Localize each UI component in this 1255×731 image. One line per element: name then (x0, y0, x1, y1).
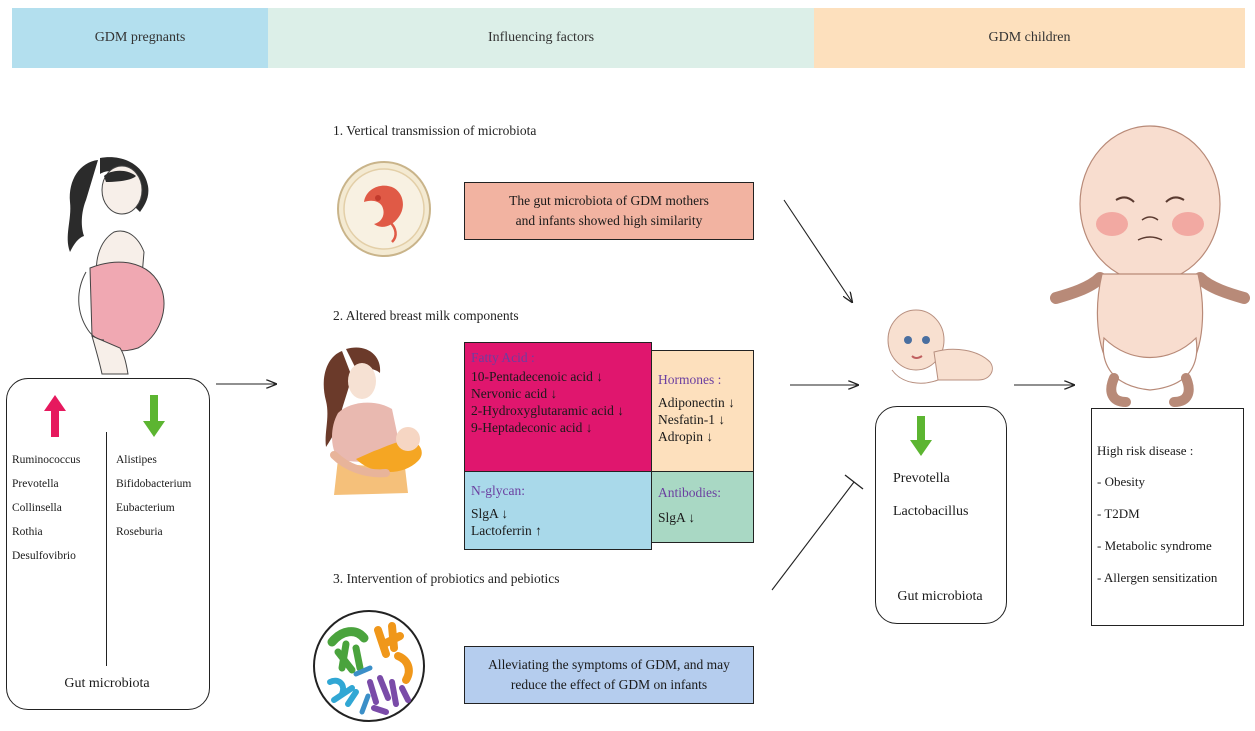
list-item: SlgA ↓ (471, 506, 509, 521)
fatty-acid-cell: Fatty Acid : 10-Pentadecenoic acid ↓ Ner… (464, 342, 652, 472)
decrease-arrow-icon (143, 395, 165, 437)
pregnant-woman-illustration (67, 157, 165, 375)
list-item: Collinsella (12, 502, 62, 514)
factor3-text-line1: Alleviating the symptoms of GDM, and may (488, 657, 730, 672)
header-gdm-pregnants-label: GDM pregnants (94, 30, 186, 45)
risk-box-title: High risk disease : (1097, 443, 1194, 458)
list-item: Lactoferrin ↑ (471, 523, 542, 538)
factor1-box: The gut microbiota of GDM mothers and in… (464, 182, 754, 240)
breastfeeding-illustration (323, 347, 422, 495)
list-item: Desulfovibrio (12, 550, 76, 562)
list-item: 9-Heptadeconic acid ↓ (471, 420, 593, 435)
hormones-title: Hormones : (658, 372, 722, 387)
list-item: 10-Pentadecenoic acid ↓ (471, 369, 603, 384)
embryo-illustration (337, 161, 431, 257)
list-item: Rothia (12, 526, 43, 538)
list-item: Roseburia (116, 526, 163, 538)
list-item: Prevotella (12, 478, 59, 490)
header-influencing-factors: Influencing factors (268, 8, 814, 68)
factor3-inhibit-bar (844, 474, 864, 490)
list-item: Alistipes (116, 454, 157, 466)
header-gdm-children: GDM children (814, 8, 1245, 68)
mother-box-divider (106, 432, 107, 666)
antibodies-cell: Antibodies: SlgA ↓ (651, 471, 754, 543)
factor3-text-line2: reduce the effect of GDM on infants (510, 677, 708, 692)
n-glycan-title: N-glycan: (471, 483, 525, 498)
infant-taxa-item-2: Lactobacillus (893, 504, 969, 519)
factor3-inhibit-line (771, 481, 855, 591)
header-influencing-factors-label: Influencing factors (487, 30, 595, 45)
decrease-arrow-icon (910, 416, 932, 456)
increase-arrow-icon (44, 395, 66, 437)
list-item: Adiponectin ↓ (658, 395, 735, 410)
infant-gut-microbiota-box (875, 406, 1007, 624)
mother-box-caption: Gut microbiota (64, 676, 150, 691)
list-item: Eubacterium (116, 502, 175, 514)
mother-gut-microbiota-box (6, 378, 210, 710)
probiotics-illustration (313, 610, 425, 722)
list-item: SlgA ↓ (658, 510, 696, 525)
factor2-title: 2. Altered breast milk components (333, 308, 519, 323)
list-item: Bifidobacterium (116, 478, 192, 490)
list-item: 2-Hydroxyglutaramic acid ↓ (471, 403, 624, 418)
list-item: Nesfatin-1 ↓ (658, 412, 726, 427)
infant-illustration (887, 309, 993, 384)
factor3-title: 3. Intervention of probiotics and pebiot… (333, 571, 560, 586)
list-item: - Metabolic syndrome (1097, 538, 1212, 553)
decreased-taxa-list: Alistipes Bifidobacterium Eubacterium Ro… (116, 448, 191, 544)
risk-list: - Obesity - T2DM - Metabolic syndrome - … (1097, 466, 1217, 594)
factor1-text-line1: The gut microbiota of GDM mothers (509, 193, 709, 208)
infant-box-caption: Gut microbiota (897, 589, 983, 604)
factor3-box: Alleviating the symptoms of GDM, and may… (464, 646, 754, 704)
factor1-title: 1. Vertical transmission of microbiota (333, 123, 537, 138)
factor1-to-infant-arrow (783, 199, 852, 302)
increased-taxa-list: Ruminococcus Prevotella Collinsella Roth… (12, 448, 80, 568)
list-item: Nervonic acid ↓ (471, 386, 558, 401)
list-item: Adropin ↓ (658, 429, 714, 444)
n-glycan-cell: N-glycan: SlgA ↓ Lactoferrin ↑ (464, 471, 652, 550)
infant-taxa-item-1: Prevotella (893, 471, 950, 486)
list-item: Ruminococcus (12, 454, 81, 466)
fatty-acid-title: Fatty Acid : (471, 350, 535, 365)
list-item: - Obesity (1097, 474, 1146, 489)
header-gdm-children-label: GDM children (988, 30, 1071, 45)
hormones-cell: Hormones : Adiponectin ↓ Nesfatin-1 ↓ Ad… (651, 350, 754, 472)
high-risk-disease-box (1091, 408, 1244, 626)
list-item: - Allergen sensitization (1097, 570, 1218, 585)
factor1-text-line2: and infants showed high similarity (515, 213, 703, 228)
header-gdm-pregnants: GDM pregnants (12, 8, 268, 68)
list-item: - T2DM (1097, 506, 1140, 521)
antibodies-title: Antibodies: (658, 485, 721, 500)
child-illustration (1050, 125, 1250, 407)
